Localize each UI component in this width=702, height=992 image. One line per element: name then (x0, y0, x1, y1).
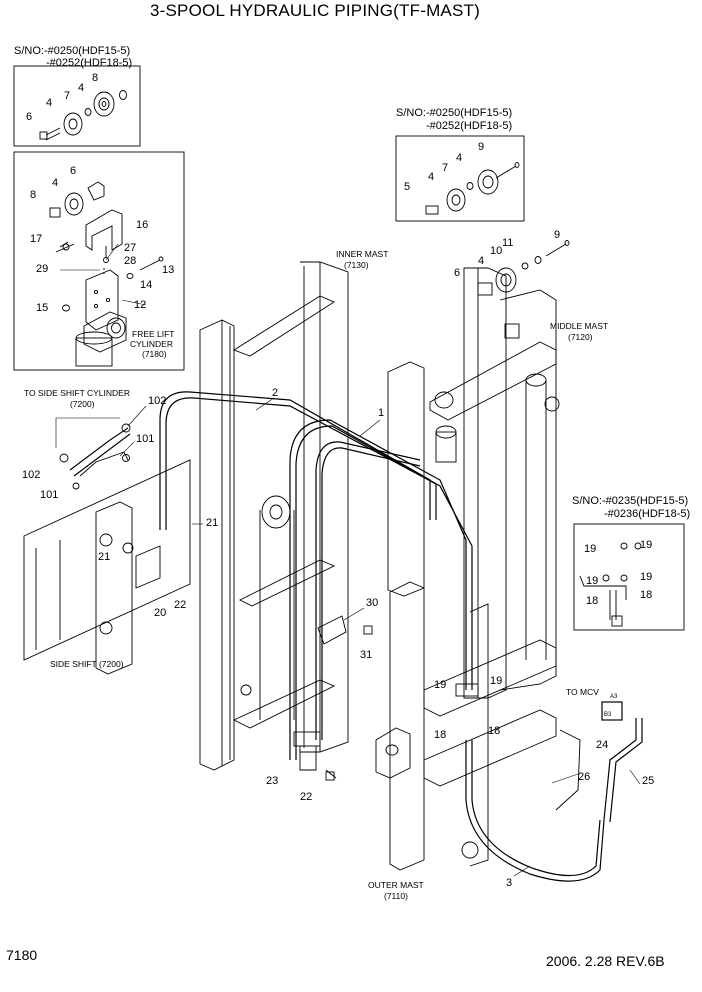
part-number: 22 (174, 599, 187, 611)
part-number: 11 (502, 237, 514, 249)
label-side-shift-cylinder: TO SIDE SHIFT CYLINDER (24, 388, 130, 398)
part-number: 8 (30, 189, 37, 201)
label-free-lift: FREE LIFT (132, 329, 175, 339)
detail-box-hose-fittings (573, 523, 685, 631)
serial-note-mid-right-2: -#0236(HDF18-5) (604, 508, 691, 520)
hoses-lower (465, 701, 643, 882)
label-middle-mast: MIDDLE MAST (550, 321, 609, 331)
part-number: 19 (490, 675, 503, 687)
outer-mast-drawing (375, 361, 581, 871)
part-number: 8 (92, 72, 99, 84)
label-free-lift-cylinder: CYLINDER (130, 339, 173, 349)
hoses-mast (159, 391, 473, 760)
part-number: 9 (478, 141, 485, 153)
middle-mast-drawing (429, 267, 560, 699)
part-number: 4 (46, 97, 53, 109)
part-number: 22 (300, 791, 313, 803)
part-number: 29 (36, 263, 49, 275)
part-number: 6 (454, 267, 461, 279)
part-number: 27 (124, 242, 137, 254)
part-number: 21 (206, 517, 219, 529)
part-number: 4 (52, 177, 59, 189)
part-number: 4 (78, 82, 85, 94)
part-number: 19 (586, 575, 599, 587)
part-number: 26 (578, 771, 591, 783)
part-number: 24 (596, 739, 609, 751)
label-middle-mast-code: (7120) (568, 332, 593, 342)
part-number: 19 (434, 679, 447, 691)
part-number: 3 (506, 877, 513, 889)
part-number: 12 (134, 299, 147, 311)
label-port-a3: A3 (610, 694, 618, 700)
hose-fittings-drawing (579, 542, 642, 627)
part-number: 7 (64, 90, 71, 102)
revision-date: 2006. 2.28 REV.6B (546, 953, 665, 969)
part-number: 17 (30, 233, 43, 245)
leader-lines (55, 243, 641, 877)
page-title: 3-SPOOL HYDRAULIC PIPING(TF-MAST) (150, 1, 480, 20)
part-number: 30 (366, 597, 379, 609)
side-shift-drawing (23, 423, 191, 675)
part-number: 23 (266, 775, 279, 787)
part-number: 14 (140, 279, 153, 291)
part-number: 4 (456, 152, 463, 164)
inner-mast-drawing (199, 261, 349, 771)
part-number: 102 (22, 469, 41, 481)
part-number: 25 (642, 775, 655, 787)
part-number: 21 (98, 551, 111, 563)
part-number: 18 (488, 725, 501, 737)
part-number: 6 (26, 111, 33, 123)
part-number: 20 (154, 607, 167, 619)
part-number: 9 (554, 229, 561, 241)
label-port-b3: B3 (604, 712, 612, 718)
rollers-right-drawing (425, 162, 520, 215)
part-number: 18 (586, 595, 599, 607)
label-inner-mast: INNER MAST (336, 249, 389, 259)
serial-note-top-right-2: -#0252(HDF18-5) (426, 120, 513, 132)
detail-box-rollers-right (395, 135, 525, 222)
detail-box-rollers-left (13, 65, 141, 147)
part-number: 19 (584, 543, 597, 555)
part-number: 7 (442, 162, 449, 174)
part-number: 19 (640, 539, 653, 551)
label-inner-mast-code: (7130) (344, 260, 369, 270)
part-number: 16 (136, 219, 149, 231)
part-number: 102 (148, 395, 167, 407)
serial-note-top-left-2: -#0252(HDF18-5) (46, 57, 133, 69)
part-number: 18 (434, 729, 447, 741)
mast-fittings (293, 615, 479, 781)
label-outer-mast: OUTER MAST (368, 880, 424, 890)
part-number: 101 (40, 489, 59, 501)
part-number: 2 (272, 387, 279, 399)
serial-note-top-left-1: S/NO:-#0250(HDF15-5) (14, 45, 131, 57)
part-number: 28 (124, 255, 137, 267)
label-side-shift-cylinder-code: (7200) (70, 399, 95, 409)
label-outer-mast-code: (7110) (384, 891, 408, 901)
part-number: 101 (136, 433, 155, 445)
part-number: 10 (490, 245, 503, 257)
part-number: 1 (378, 407, 385, 419)
rollers-left-drawing (39, 90, 127, 141)
part-number: 19 (640, 571, 653, 583)
label-to-mcv: TO MCV (566, 687, 599, 697)
serial-note-mid-right-1: S/NO:-#0235(HDF15-5) (572, 495, 689, 507)
detail-box-free-lift (13, 151, 185, 371)
part-number: 5 (404, 181, 411, 193)
part-number: 4 (478, 255, 485, 267)
label-side-shift: SIDE SHIFT (7200) (50, 659, 124, 669)
serial-note-top-right-1: S/NO:-#0250(HDF15-5) (396, 107, 513, 119)
part-number: 6 (70, 165, 77, 177)
label-free-lift-code: (7180) (142, 349, 167, 359)
page-code: 7180 (6, 947, 38, 963)
free-lift-drawing (49, 181, 164, 367)
part-number: 18 (640, 589, 653, 601)
part-number: 4 (428, 171, 435, 183)
part-number: 31 (360, 649, 373, 661)
part-number: 15 (36, 302, 49, 314)
part-number: 13 (162, 264, 175, 276)
